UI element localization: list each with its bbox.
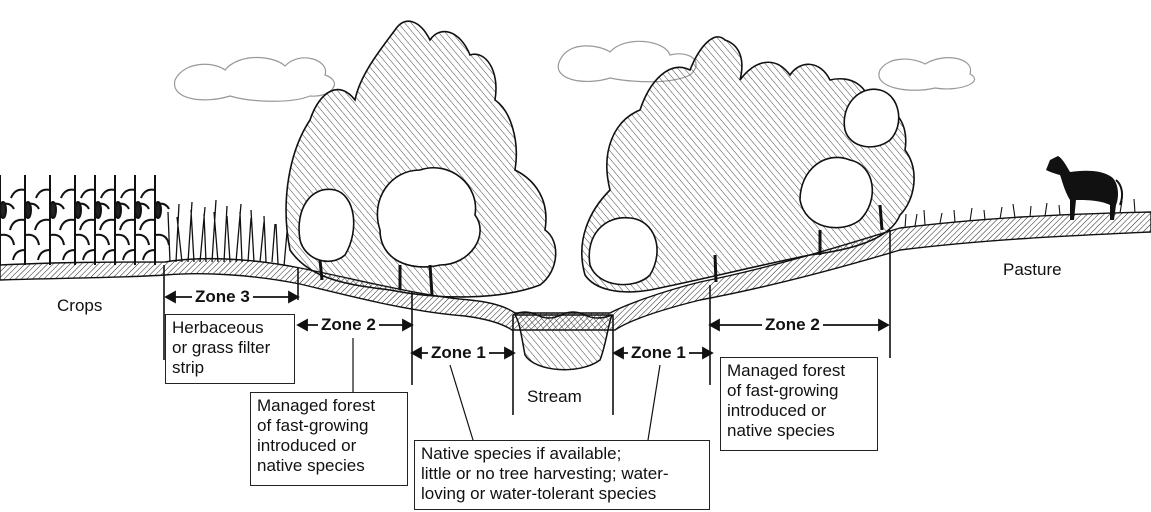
pasture-label: Pasture	[1003, 260, 1062, 280]
zone2-right-desc-line: native species	[727, 421, 871, 441]
grass-filter-strip	[168, 200, 287, 266]
stream-water	[515, 315, 612, 370]
zone1-right-label: Zone 1	[628, 343, 689, 363]
zone2-left-description-box: Managed forest of fast-growing introduce…	[250, 392, 408, 486]
zone3-desc-line: Herbaceous	[172, 318, 288, 338]
horse-silhouette	[1046, 156, 1122, 220]
zone2-right-desc-line: of fast-growing	[727, 381, 871, 401]
zone1-desc-line: loving or water-tolerant species	[421, 484, 703, 504]
zone3-description-box: Herbaceous or grass filter strip	[165, 314, 295, 384]
zone3-desc-line: strip	[172, 358, 288, 378]
zone2-left-desc-line: native species	[257, 456, 401, 476]
zone1-desc-line: little or no tree harvesting; water-	[421, 464, 703, 484]
zone2-left-label: Zone 2	[318, 315, 379, 335]
zone2-left-desc-line: Managed forest	[257, 396, 401, 416]
crops-label: Crops	[57, 296, 102, 316]
zone2-right-description-box: Managed forest of fast-growing introduce…	[720, 357, 878, 451]
zone2-right-label: Zone 2	[762, 315, 823, 335]
zone2-right-desc-line: introduced or	[727, 401, 871, 421]
zone1-left-label: Zone 1	[428, 343, 489, 363]
zone3-desc-line: or grass filter	[172, 338, 288, 358]
zone2-left-desc-line: of fast-growing	[257, 416, 401, 436]
left-forest	[286, 21, 556, 297]
zone1-desc-line: Native species if available;	[421, 444, 703, 464]
stream-label: Stream	[527, 387, 582, 407]
zone3-label: Zone 3	[192, 287, 253, 307]
corn-crops	[0, 175, 169, 265]
zone2-right-desc-line: Managed forest	[727, 361, 871, 381]
zone1-description-box: Native species if available; little or n…	[414, 440, 710, 510]
zone2-left-desc-line: introduced or	[257, 436, 401, 456]
